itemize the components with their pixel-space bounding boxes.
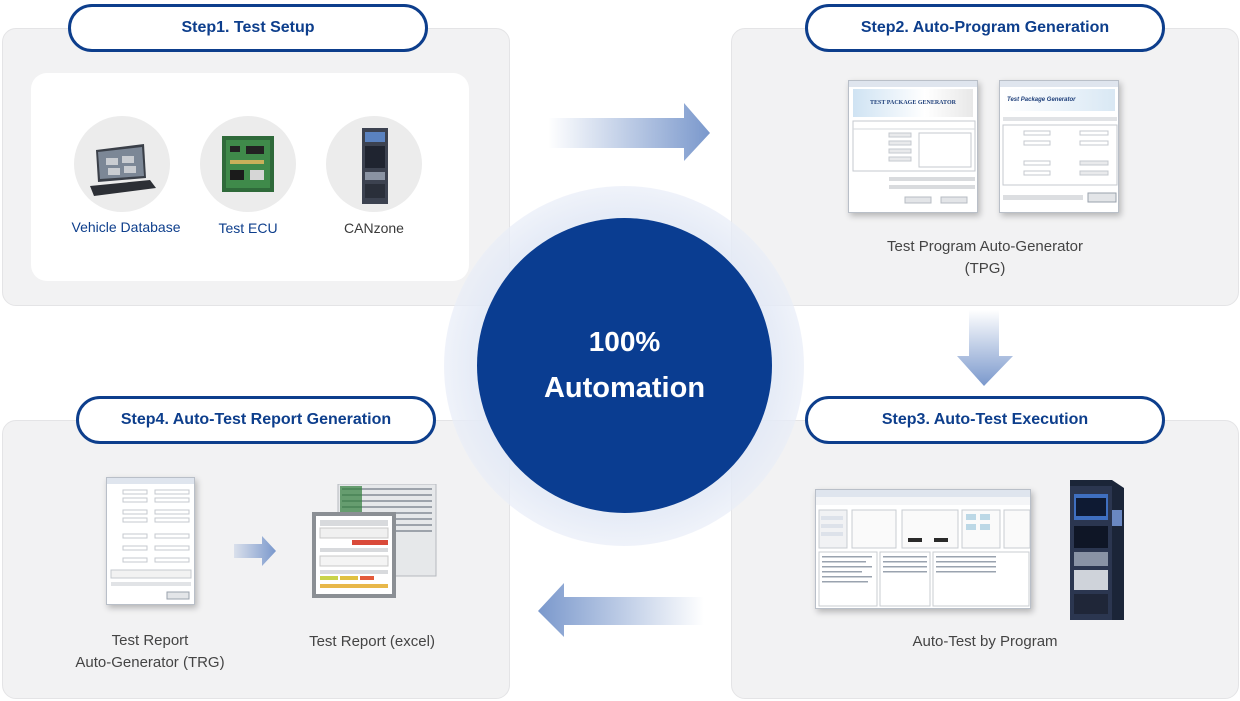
tpg-window-screenshot-2: Test Package Generator <box>999 80 1119 213</box>
step2-panel <box>731 28 1239 306</box>
auto-test-caption: Auto-Test by Program <box>912 633 1058 650</box>
step1-title: Step1. Test Setup <box>68 4 428 52</box>
trg-caption: Test Report Auto-Generator (TRG) <box>40 630 260 674</box>
server-rack-icon <box>326 116 422 212</box>
automation-percent: 100% <box>588 326 661 357</box>
auto-test-program-screenshot <box>815 489 1031 609</box>
trg-window-screenshot <box>106 477 195 605</box>
automation-circle: 100% Automation <box>477 218 772 513</box>
trg-caption-line2: Auto-Generator (TRG) <box>75 654 225 671</box>
tpg-banner-title: TEST PACKAGE GENERATOR <box>870 100 956 106</box>
tpg-caption: Test Program Auto-Generator (TPG) <box>860 236 1110 280</box>
laptop-file-cabinet-icon <box>74 116 170 212</box>
arrow-step3-to-step4 <box>538 583 704 637</box>
automation-label: Automation <box>543 372 706 404</box>
canzone-label: CANzone <box>344 220 404 236</box>
step4-title: Step4. Auto-Test Report Generation <box>76 396 436 444</box>
excel-report-screenshot <box>312 483 438 600</box>
circuit-board-icon <box>200 116 296 212</box>
arrow-trg-to-excel <box>234 536 276 566</box>
tpg-window-title: Test Package Generator <box>1007 97 1076 103</box>
tpg-window-screenshot-1: TEST PACKAGE GENERATOR <box>848 80 978 213</box>
step2-title: Step2. Auto-Program Generation <box>805 4 1165 52</box>
arrow-step2-to-step3 <box>957 310 1013 386</box>
excel-caption: Test Report (excel) <box>309 633 435 650</box>
arrow-step1-to-step2 <box>548 103 710 161</box>
step3-title: Step3. Auto-Test Execution <box>805 396 1165 444</box>
step1-panel <box>2 28 510 306</box>
vehicle-database-label: Vehicle Database <box>71 219 181 235</box>
test-ecu-label: Test ECU <box>218 220 278 236</box>
tpg-caption-line1: Test Program Auto-Generator <box>887 238 1083 255</box>
canzone-rack-photo <box>1064 480 1126 620</box>
trg-caption-line1: Test Report <box>111 632 189 649</box>
tpg-caption-line2: (TPG) <box>964 260 1006 277</box>
